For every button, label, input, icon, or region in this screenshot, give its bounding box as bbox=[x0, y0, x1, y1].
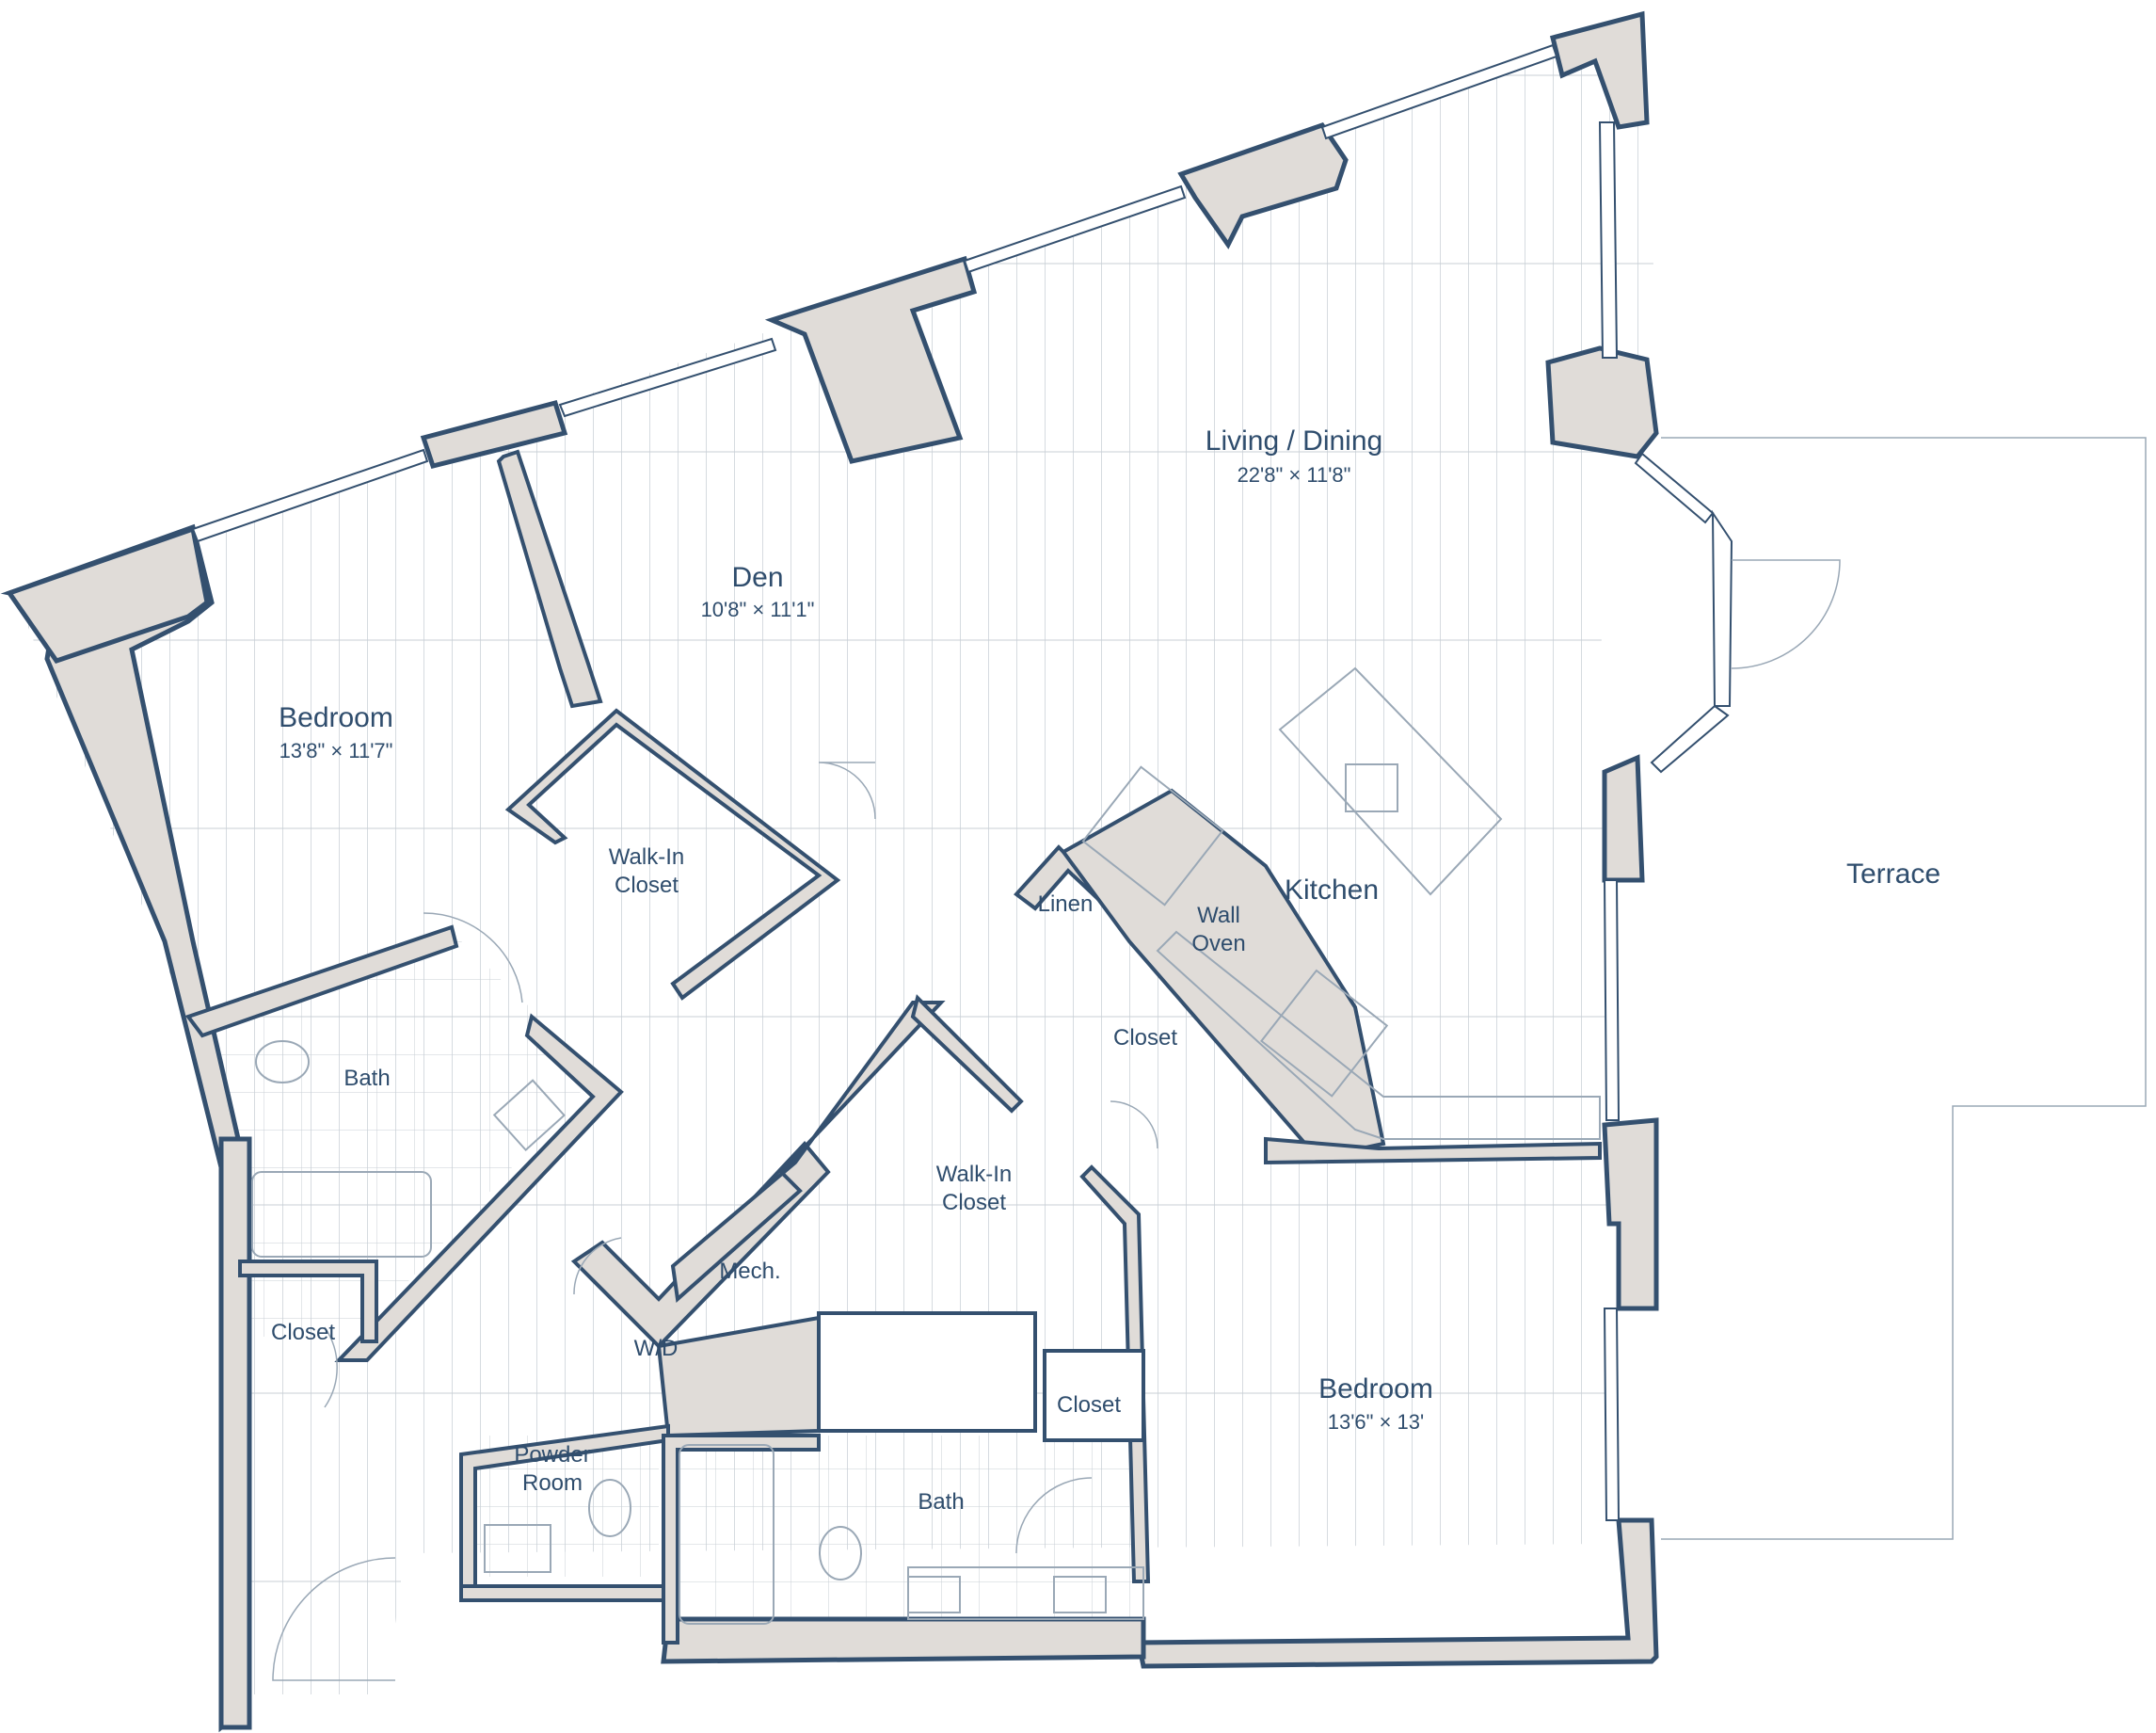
room-labels: Living / Dining 22'8" × 11'8" Den 10'8" … bbox=[271, 425, 1940, 1515]
label-bedroom-1: Bedroom bbox=[279, 702, 393, 733]
label-closet-2: Closet bbox=[1113, 1025, 1177, 1051]
label-walk-in-closet-2-line1: Walk-In bbox=[936, 1162, 1012, 1187]
label-den: Den bbox=[731, 562, 783, 593]
terrace-outline bbox=[1661, 437, 2147, 1540]
label-bedroom-2: Bedroom bbox=[1318, 1373, 1433, 1404]
door-swings bbox=[272, 559, 1841, 1681]
windows bbox=[191, 43, 1733, 1521]
label-wd: W/D bbox=[634, 1336, 679, 1361]
label-walk-in-closet-2-line2: Closet bbox=[942, 1190, 1006, 1215]
label-mech: Mech. bbox=[719, 1259, 780, 1284]
label-closet-3: Closet bbox=[1057, 1392, 1121, 1418]
label-closet-1: Closet bbox=[271, 1320, 335, 1345]
label-den-dims: 10'8" × 11'1" bbox=[701, 598, 815, 621]
interior-walls bbox=[184, 449, 1602, 1645]
label-powder-room-line2: Room bbox=[522, 1470, 583, 1496]
label-powder-room-line1: Powder bbox=[514, 1442, 590, 1468]
label-kitchen: Kitchen bbox=[1285, 875, 1379, 906]
label-terrace: Terrace bbox=[1846, 858, 1940, 890]
bath-2-floor bbox=[668, 1436, 1143, 1643]
label-bath-1: Bath bbox=[343, 1066, 390, 1091]
label-wall-oven-line2: Oven bbox=[1191, 931, 1245, 956]
label-bedroom-1-dims: 13'8" × 11'7" bbox=[279, 739, 393, 762]
label-wall-oven-line1: Wall bbox=[1197, 903, 1240, 928]
fixtures bbox=[251, 666, 1601, 1625]
label-living-dining: Living / Dining bbox=[1206, 425, 1382, 457]
label-linen: Linen bbox=[1038, 891, 1094, 917]
label-bedroom-2-dims: 13'6" × 13' bbox=[1328, 1410, 1424, 1434]
label-living-dining-dims: 22'8" × 11'8" bbox=[1238, 463, 1351, 487]
exterior-walls bbox=[0, 10, 1659, 1733]
label-walk-in-closet-1-line2: Closet bbox=[615, 873, 679, 898]
label-walk-in-closet-1-line1: Walk-In bbox=[609, 844, 684, 870]
bath-1-floor bbox=[193, 927, 598, 1337]
label-bath-2: Bath bbox=[918, 1489, 964, 1515]
